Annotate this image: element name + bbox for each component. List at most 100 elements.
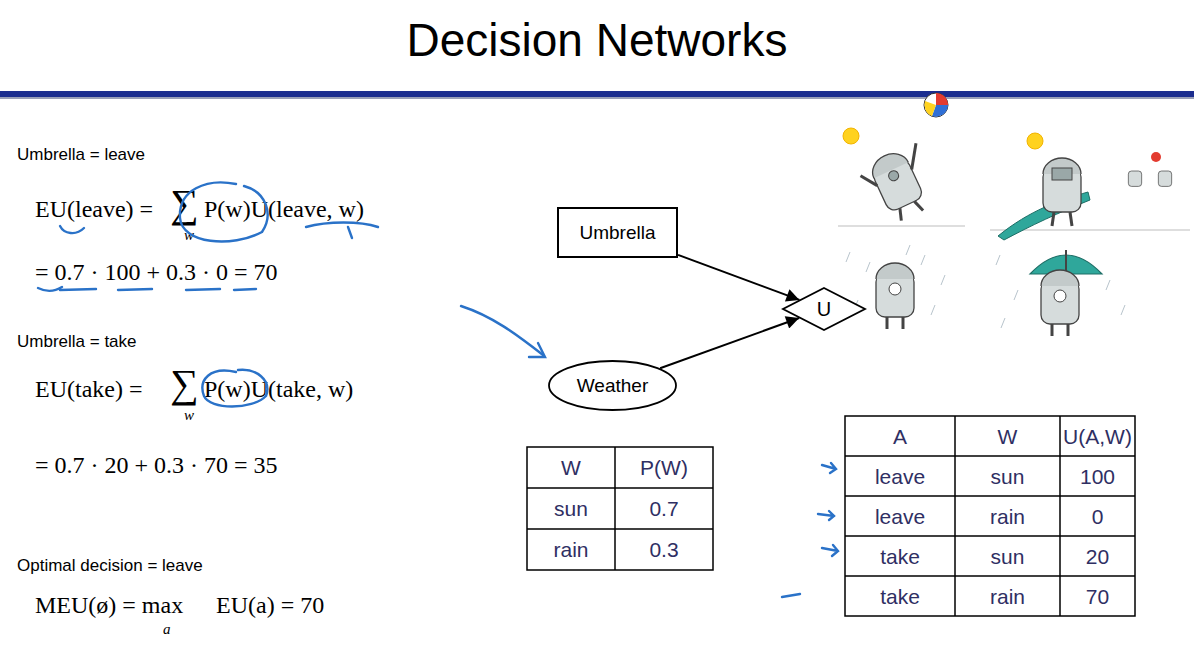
equation-text: = 0.7 · 100 + 0.3 · 0 = 70 bbox=[35, 260, 278, 284]
robot-leg bbox=[1070, 212, 1072, 226]
pen-arrow bbox=[461, 306, 543, 355]
equation-text: MEU(ø) = max bbox=[35, 593, 183, 617]
robot-head bbox=[1041, 270, 1079, 286]
summation-subscript: w bbox=[184, 408, 194, 423]
summation-subscript: w bbox=[184, 228, 194, 243]
node-label: U bbox=[817, 298, 831, 321]
table-rule bbox=[845, 455, 1135, 457]
robot-figure bbox=[857, 141, 943, 228]
table-cell: sun bbox=[527, 488, 615, 529]
robot-leg bbox=[914, 200, 923, 213]
rainy-umbrella-scene bbox=[996, 255, 1125, 328]
table-cell: 0.7 bbox=[615, 488, 713, 529]
equation-text: EU(a) = 70 bbox=[216, 593, 324, 617]
table-cell: 20 bbox=[1060, 536, 1135, 576]
robot-leg bbox=[902, 317, 905, 329]
table-cell: leave bbox=[845, 496, 955, 536]
equation-text: P(w)U(take, w) bbox=[204, 377, 353, 401]
pen-underline bbox=[186, 289, 220, 290]
rain-drop bbox=[906, 245, 910, 255]
title-rule bbox=[0, 91, 1194, 97]
robot-eye bbox=[887, 169, 900, 182]
table-cell: take bbox=[845, 576, 955, 616]
max-subscript: a bbox=[163, 622, 171, 637]
robot-leg bbox=[1051, 324, 1054, 336]
pen-tick bbox=[822, 545, 838, 556]
table-cell: 70 bbox=[1060, 576, 1135, 616]
equation-text: P(w)U(leave, w) bbox=[204, 197, 364, 221]
conclusion-text: Optimal decision = leave bbox=[17, 557, 203, 574]
ball-panel bbox=[936, 93, 948, 105]
utility-node: U bbox=[782, 287, 866, 331]
rain-drop bbox=[996, 255, 1000, 265]
table-header: U(A,W) bbox=[1060, 416, 1135, 456]
probability-table-grid bbox=[527, 447, 713, 570]
table-cell: take bbox=[845, 536, 955, 576]
diamond-shape bbox=[783, 288, 865, 330]
robot-head bbox=[867, 148, 908, 179]
annotation-group bbox=[38, 182, 838, 597]
robot-leg bbox=[1052, 212, 1054, 226]
rain-drop bbox=[1121, 305, 1125, 315]
table-cell: sun bbox=[955, 456, 1060, 496]
ball bbox=[924, 93, 948, 117]
ball-panel bbox=[924, 101, 936, 116]
pen-tick bbox=[822, 463, 836, 473]
robot-body bbox=[1158, 171, 1171, 186]
rain-drop bbox=[1014, 290, 1018, 300]
pen-tick bbox=[818, 511, 834, 520]
robot-figure bbox=[876, 263, 914, 329]
table-rule bbox=[845, 575, 1135, 577]
robot-head bbox=[876, 263, 914, 279]
table-rule bbox=[1059, 416, 1061, 616]
robot-arm bbox=[861, 171, 878, 190]
table-header: A bbox=[845, 416, 955, 456]
pen-circle bbox=[202, 370, 267, 407]
ground-line bbox=[838, 226, 965, 227]
robot-body bbox=[1128, 171, 1141, 186]
rain-drop bbox=[1106, 280, 1110, 290]
slide-title: Decision Networks bbox=[0, 14, 1194, 67]
rain-drop bbox=[921, 255, 925, 265]
robot-leg bbox=[896, 208, 905, 221]
table-cell: 100 bbox=[1060, 456, 1135, 496]
rain-drop bbox=[941, 275, 945, 285]
table-border bbox=[845, 416, 1135, 616]
rain-drop bbox=[866, 262, 870, 272]
robot-visor bbox=[1052, 168, 1072, 180]
sun bbox=[1027, 133, 1043, 149]
robot-figure bbox=[1041, 270, 1079, 336]
robot-body bbox=[1043, 168, 1081, 212]
equation-text: EU(take) = bbox=[35, 377, 142, 401]
decision-node: Umbrella bbox=[557, 207, 678, 258]
pen-underline bbox=[118, 289, 152, 290]
summation-symbol: ∑ bbox=[170, 184, 199, 224]
sunny-no-umbrella-scene bbox=[838, 93, 965, 228]
pen-circle bbox=[180, 182, 268, 241]
table-rule bbox=[614, 447, 616, 570]
robot-leg bbox=[886, 317, 889, 329]
pen-mark bbox=[306, 223, 378, 239]
pen-underline bbox=[38, 287, 62, 291]
table-cell: rain bbox=[955, 576, 1060, 616]
robot-eye bbox=[889, 283, 901, 295]
table-rule bbox=[954, 416, 956, 616]
title-rule-shadow bbox=[0, 97, 1194, 99]
rain-drop bbox=[846, 252, 850, 262]
table-cell: rain bbox=[955, 496, 1060, 536]
robot-figure-small bbox=[1128, 171, 1141, 186]
table-cell: 0 bbox=[1060, 496, 1135, 536]
condition-text: Umbrella = leave bbox=[17, 146, 145, 163]
influence-arrow bbox=[678, 255, 799, 300]
robot-leg bbox=[1067, 324, 1070, 336]
robot-body bbox=[876, 273, 914, 317]
pen-tick bbox=[782, 594, 800, 597]
pen-underline bbox=[60, 289, 96, 290]
sunny-umbrella-scene bbox=[990, 133, 1190, 240]
node-label: Umbrella bbox=[579, 222, 655, 244]
table-rule bbox=[845, 535, 1135, 537]
rain-drop bbox=[1001, 318, 1005, 328]
